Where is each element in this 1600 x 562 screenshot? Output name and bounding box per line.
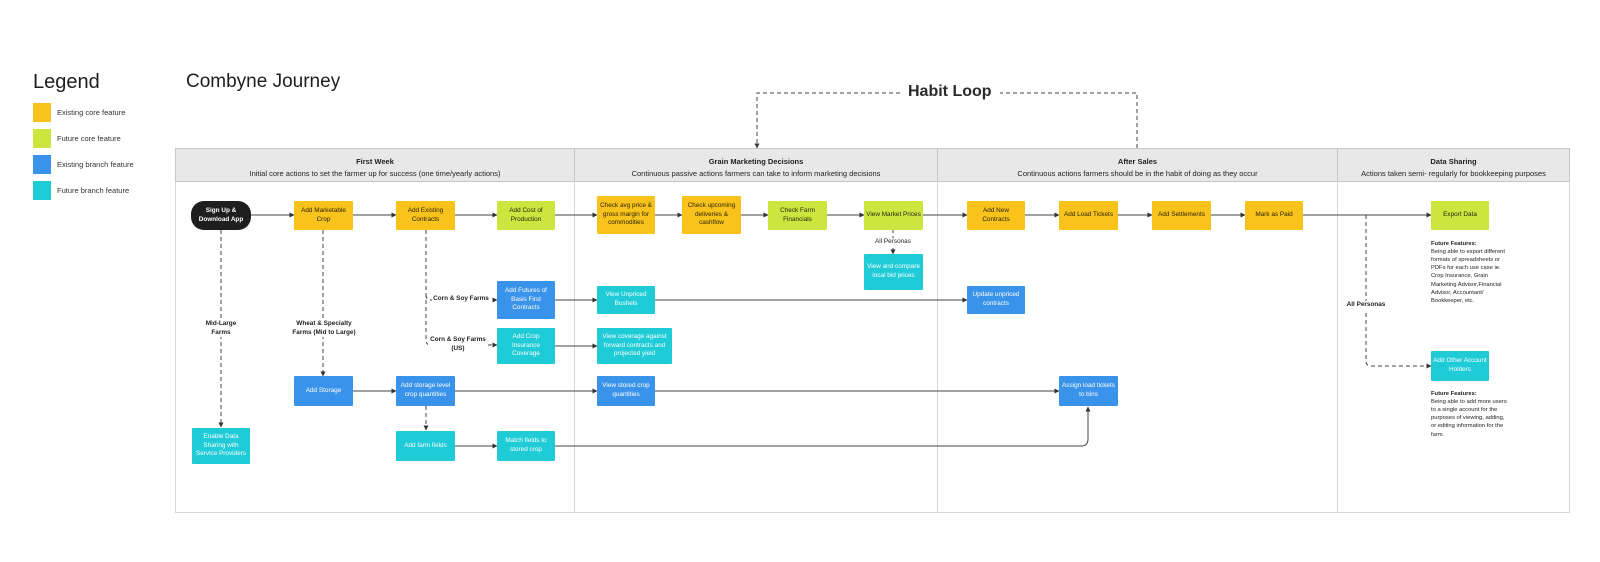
phase-subtitle: Initial core actions to set the farmer u… [249, 169, 501, 178]
legend-swatch-existing-core [33, 103, 51, 122]
legend-label: Future core feature [57, 134, 121, 143]
node-compare-bid-prices[interactable]: View and compare local bid prices [864, 254, 923, 290]
node-check-deliveries[interactable]: Check upcoming deliveries & cashflow [682, 196, 741, 234]
node-view-market-prices[interactable]: View Market Prices [864, 201, 923, 230]
node-update-unpriced-contracts[interactable]: Update unpriced contracts [967, 286, 1025, 314]
phase-subtitle: Continuous actions farmers should be in … [1017, 169, 1258, 178]
node-add-load-tickets[interactable]: Add Load Tickets [1059, 201, 1118, 230]
phase-title: After Sales [1117, 157, 1158, 166]
phase-title: First Week [356, 157, 394, 166]
note-heading: Future Features: [1431, 391, 1477, 397]
node-match-fields[interactable]: Match fields to stored crop [497, 431, 555, 461]
legend-label: Future branch feature [57, 186, 130, 195]
edge-corn-soy-us [425, 230, 498, 348]
legend-swatch-future-branch [33, 181, 51, 200]
node-add-crop-insurance[interactable]: Add Crop Insurance Coverage [497, 328, 555, 364]
edge-all-personas-sharing [1365, 215, 1432, 369]
legend-label: Existing core feature [57, 108, 126, 117]
legend-swatch-future-core [33, 129, 51, 148]
phase-header-after-sales: After Sales Continuous actions farmers s… [937, 148, 1338, 182]
node-add-futures-basis[interactable]: Add Futures of Basis First Contracts [497, 281, 555, 319]
habit-loop-connector [754, 92, 900, 149]
edge-label-all-personas: All Personas [868, 238, 918, 247]
node-check-farm-financials[interactable]: Check Farm Financials [768, 201, 827, 230]
phase-title: Data Sharing [1430, 157, 1477, 166]
edge-label-corn-soy-us: Corn & Soy Farms (US) [428, 336, 488, 354]
node-mark-as-paid[interactable]: Mark as Paid [1245, 201, 1303, 230]
node-add-marketable-crop[interactable]: Add Marketable Crop [294, 201, 353, 230]
note-heading: Future Features: [1431, 241, 1477, 247]
node-enable-data-sharing[interactable]: Enable Data Sharing with Service Provide… [192, 428, 250, 464]
habit-loop-title: Habit Loop [900, 83, 1000, 101]
legend-title: Legend [33, 71, 100, 93]
node-add-new-contracts[interactable]: Add New Contracts [967, 201, 1025, 230]
node-add-other-account-holders[interactable]: Add Other Account Holders [1431, 351, 1489, 381]
edge-label-all-personas-sharing: All Personas [1344, 301, 1388, 310]
edge-label-wheat-specialty: Wheat & Specialty Farms (Mid to Large) [286, 320, 362, 338]
edge-branch [555, 406, 1091, 447]
legend-swatch-existing-branch [33, 155, 51, 174]
note-export-future-features: Future Features: Being able to export di… [1431, 240, 1505, 305]
phase-region-after-sales [937, 181, 1338, 513]
habit-loop-connector [1000, 92, 1138, 148]
note-body: Being able to export different formats o… [1431, 249, 1506, 304]
node-view-stored-crop[interactable]: View stored crop quantities [597, 376, 655, 406]
node-sign-up[interactable]: Sign Up & Download App [191, 201, 251, 230]
phase-subtitle: Continuous passive actions farmers can t… [631, 169, 881, 178]
note-body: Being able to add more users to a single… [1431, 399, 1507, 438]
node-view-unpriced-bushels[interactable]: View Unpriced Bushels [597, 286, 655, 314]
phase-title: Grain Marketing Decisions [708, 157, 804, 166]
node-add-cost-of-production[interactable]: Add Cost of Production [497, 201, 555, 230]
page-title: Combyne Journey [186, 71, 341, 92]
node-add-settlements[interactable]: Add Settlements [1152, 201, 1211, 230]
node-add-farm-fields[interactable]: Add farm fields [396, 431, 455, 461]
node-view-coverage[interactable]: View coverage against forward contracts … [597, 328, 672, 364]
phase-header-first-week: First Week Initial core actions to set t… [175, 148, 575, 182]
phase-header-grain-marketing: Grain Marketing Decisions Continuous pas… [574, 148, 938, 182]
edge-corn-soy [425, 294, 498, 303]
edge-label-mid-large: Mid-Large Farms [200, 320, 242, 338]
node-add-storage-level[interactable]: Add storage level crop quantities [396, 376, 455, 406]
note-holders-future-features: Future Features: Being able to add more … [1431, 390, 1507, 439]
edge-label-corn-soy: Corn & Soy Farms [432, 295, 490, 304]
node-check-avg-price[interactable]: Check avg price & gross margin for commo… [597, 196, 655, 234]
node-add-existing-contracts[interactable]: Add Existing Contracts [396, 201, 455, 230]
phase-subtitle: Actions taken semi- regularly for bookke… [1361, 169, 1546, 178]
node-assign-load-tickets[interactable]: Assign load tickets to bins [1059, 376, 1118, 406]
legend-label: Existing branch feature [57, 160, 134, 169]
phase-region-data-sharing [1337, 181, 1570, 513]
node-add-storage[interactable]: Add Storage [294, 376, 353, 406]
phase-header-data-sharing: Data Sharing Actions taken semi- regular… [1337, 148, 1570, 182]
node-export-data[interactable]: Export Data [1431, 201, 1489, 230]
